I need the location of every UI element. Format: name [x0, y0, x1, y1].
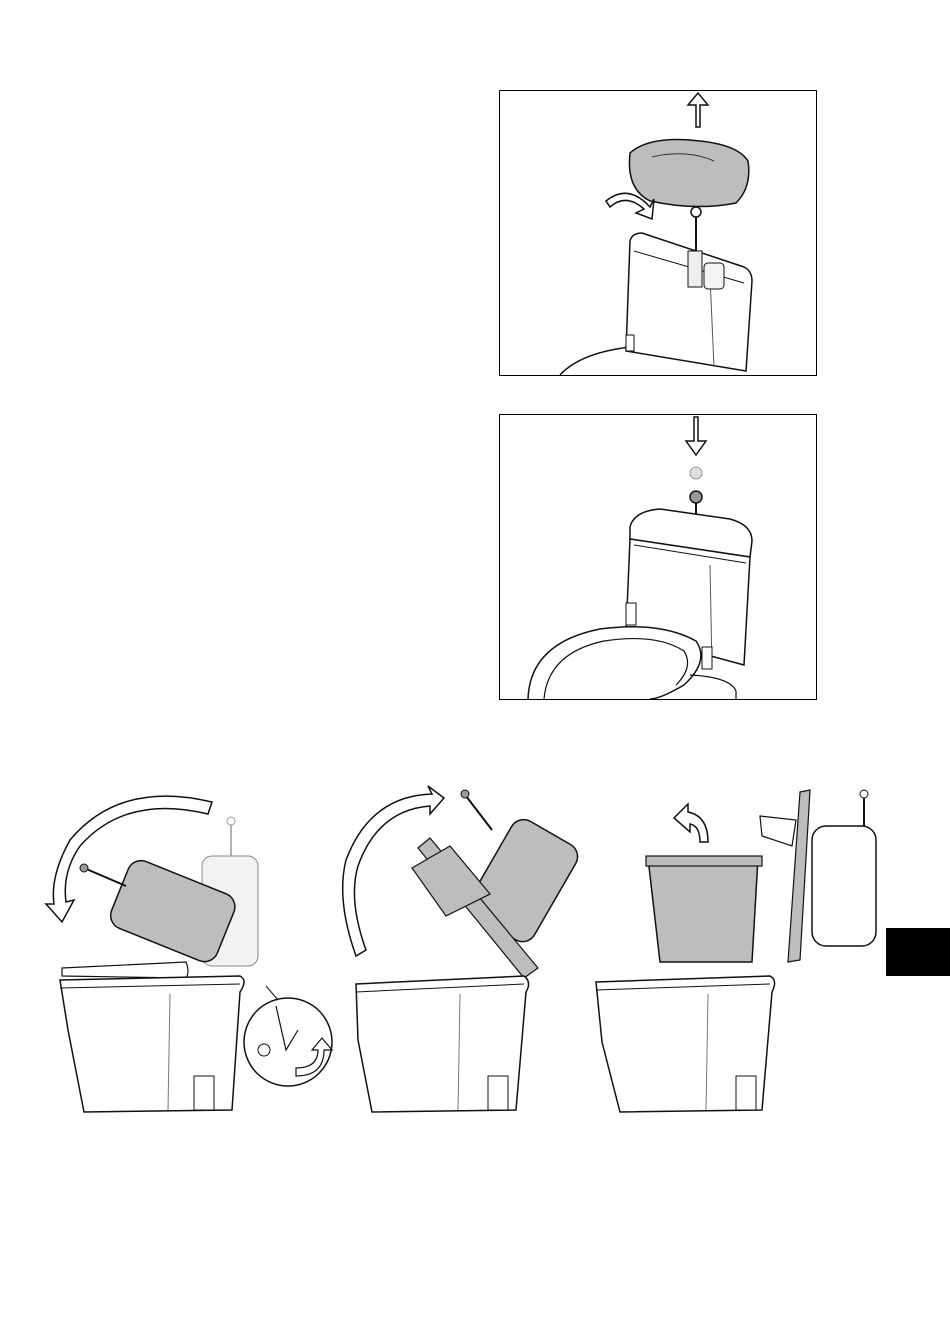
tilt-sequence-illustration [40, 780, 900, 1120]
arrow-down-icon [686, 417, 706, 455]
toilet-base [60, 976, 244, 1112]
flush-knob [691, 207, 701, 217]
toilet-seat [528, 627, 701, 699]
figure-tilt-sequence [40, 780, 900, 1120]
waste-tank [648, 858, 758, 962]
refit-lid-illustration [500, 415, 816, 699]
cistern-upright [812, 826, 876, 946]
figure-refit-lid [499, 414, 817, 700]
flush-knob-ghost [690, 467, 702, 479]
toilet-seat [62, 962, 188, 978]
stage-1 [46, 796, 332, 1112]
stage-3 [596, 790, 876, 1112]
stage-2 [343, 786, 583, 1112]
flush-knob [690, 491, 702, 503]
figure-remove-lid [499, 90, 817, 376]
seat-lid-raised [788, 790, 810, 962]
cistern-tilted [464, 815, 583, 947]
remove-lid-illustration [500, 91, 816, 375]
cistern-lid [629, 140, 748, 207]
section-tab [886, 928, 950, 976]
curved-arrow-icon [674, 804, 708, 842]
arrow-up-icon [688, 93, 708, 127]
